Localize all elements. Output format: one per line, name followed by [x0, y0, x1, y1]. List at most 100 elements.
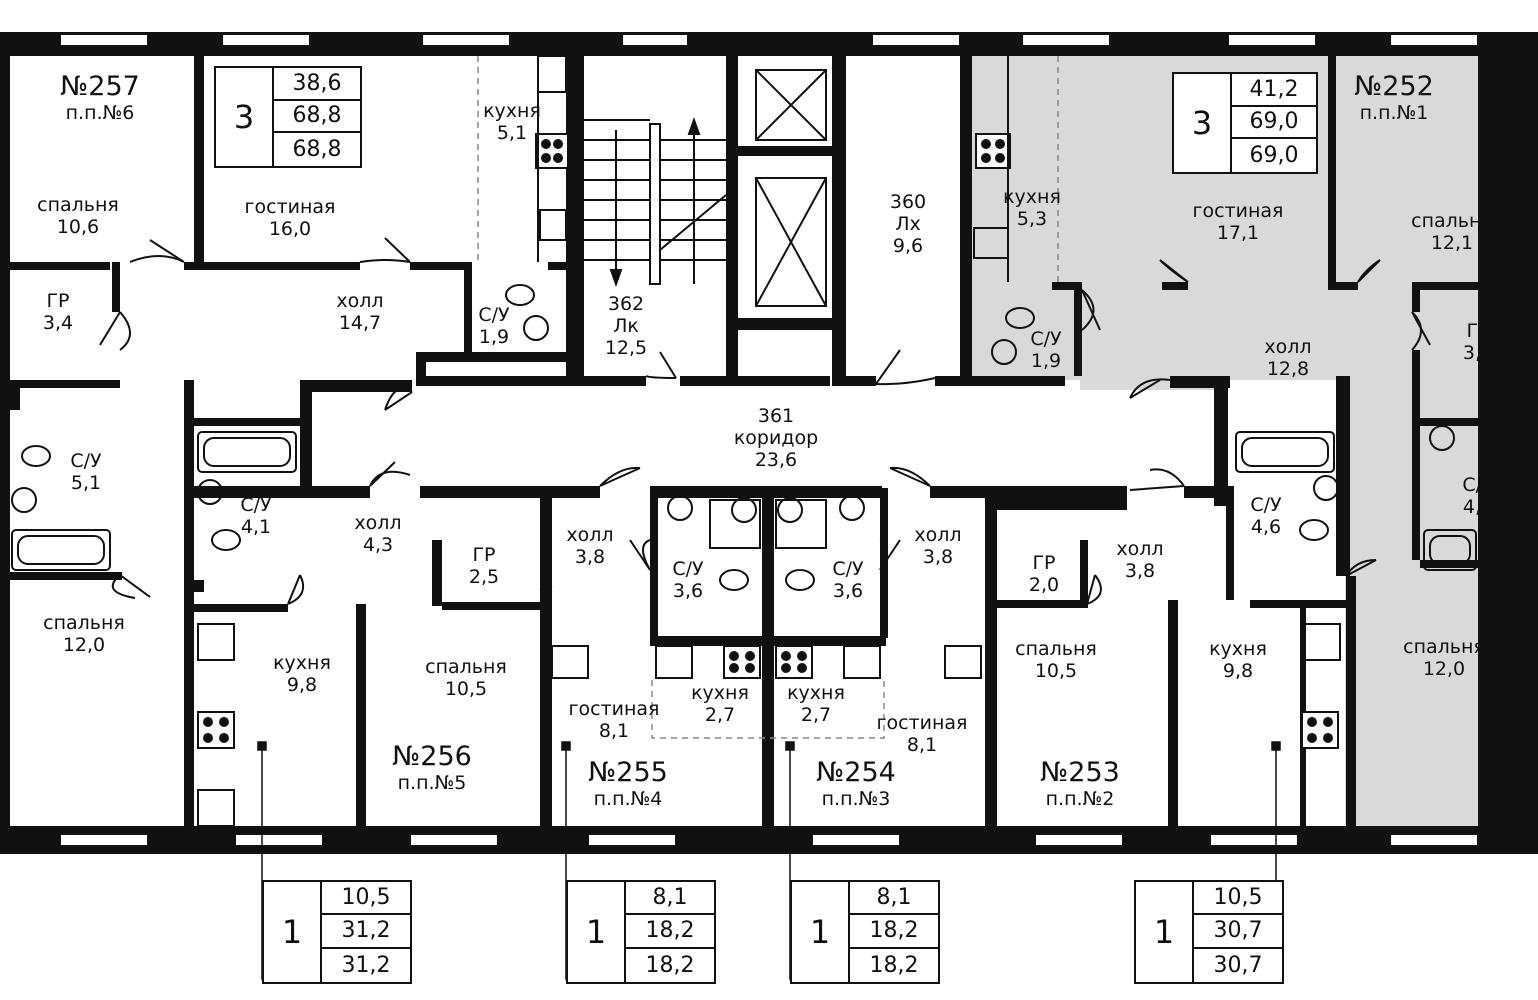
room-area: 8,1 — [906, 734, 938, 756]
room-name: ГР — [46, 290, 70, 312]
area-value: 30,7 — [1194, 915, 1282, 949]
room-name: спальня — [37, 194, 119, 216]
bathtubs — [11, 431, 1477, 571]
room-area: 12,1 — [1430, 232, 1474, 254]
room-count: 1 — [1153, 913, 1175, 951]
room-area: 1,9 — [1030, 350, 1062, 372]
apartment-number: №252 — [1354, 71, 1434, 102]
room-area: 3,8 — [922, 546, 954, 568]
apartment-number: №257 — [60, 71, 140, 102]
room-name: спальня — [425, 656, 507, 678]
room-name: кухня — [1003, 186, 1061, 208]
room-name: холл — [336, 290, 384, 312]
area-value: 41,2 — [1232, 74, 1316, 107]
room-area: 9,8 — [286, 674, 318, 696]
room-area: 5,1 — [496, 122, 528, 144]
room-area: 16,0 — [268, 218, 312, 240]
room-name: гостиная — [1192, 200, 1284, 222]
room-name: С/У — [1462, 474, 1494, 496]
area-value: 10,5 — [1194, 882, 1282, 916]
room-area: 3,6 — [672, 580, 704, 602]
room-name: С/У — [832, 558, 864, 580]
door-swings — [99, 237, 1431, 605]
room-area: 10,5 — [1034, 660, 1078, 682]
room-area: 4,3 — [362, 534, 394, 556]
room-area: 12,0 — [62, 634, 106, 656]
room-name: 360 Лх — [889, 191, 927, 235]
room-count: 1 — [809, 913, 831, 951]
room-name: холл — [1116, 538, 1164, 560]
apartment-number: №254 — [816, 757, 896, 788]
area-value: 30,7 — [1213, 952, 1263, 978]
area-value: 68,8 — [274, 101, 360, 134]
room-area: 3,8 — [574, 546, 606, 568]
room-name: С/У — [672, 558, 704, 580]
staircase — [584, 117, 727, 287]
sanitary-fixtures — [11, 284, 1505, 591]
room-area: 4,1 — [240, 516, 272, 538]
room-name: холл — [354, 512, 402, 534]
room-area: 3,8 — [1124, 560, 1156, 582]
room-area: 10,5 — [444, 678, 488, 700]
room-area: 8,1 — [598, 720, 630, 742]
room-name: С/У — [70, 450, 102, 472]
room-area: 9,6 — [892, 235, 924, 257]
room-count: 1 — [281, 913, 303, 951]
area-value: 8,1 — [626, 882, 714, 916]
room-area: 2,7 — [800, 704, 832, 726]
elevators — [755, 69, 827, 307]
room-area: 23,6 — [754, 449, 798, 471]
room-name: спальня — [1403, 636, 1485, 658]
area-value: 69,0 — [1232, 107, 1316, 140]
apartment-pp: п.п.№2 — [1045, 788, 1115, 810]
room-name: холл — [1264, 336, 1312, 358]
apartment-pp: п.п.№6 — [65, 102, 135, 124]
room-area: 14,7 — [338, 312, 382, 334]
room-area: 3,6 — [832, 580, 864, 602]
room-area: 12,0 — [1422, 658, 1466, 680]
room-name: спальня — [1411, 210, 1493, 232]
room-name: кухня — [787, 682, 845, 704]
room-name: спальня — [43, 612, 125, 634]
zone-dashed-lines — [477, 56, 1059, 739]
room-area: 17,1 — [1216, 222, 1260, 244]
windows — [59, 33, 1479, 847]
room-area: 3,4 — [42, 312, 74, 334]
room-area: 5,1 — [70, 472, 102, 494]
area-value: 38,6 — [274, 68, 360, 101]
area-value: 31,2 — [341, 952, 391, 978]
area-value: 8,1 — [850, 882, 938, 916]
apartment-pp: п.п.№3 — [821, 788, 891, 810]
room-name: кухня — [273, 652, 331, 674]
area-value: 31,2 — [322, 915, 410, 949]
room-name: С/У — [478, 304, 510, 326]
